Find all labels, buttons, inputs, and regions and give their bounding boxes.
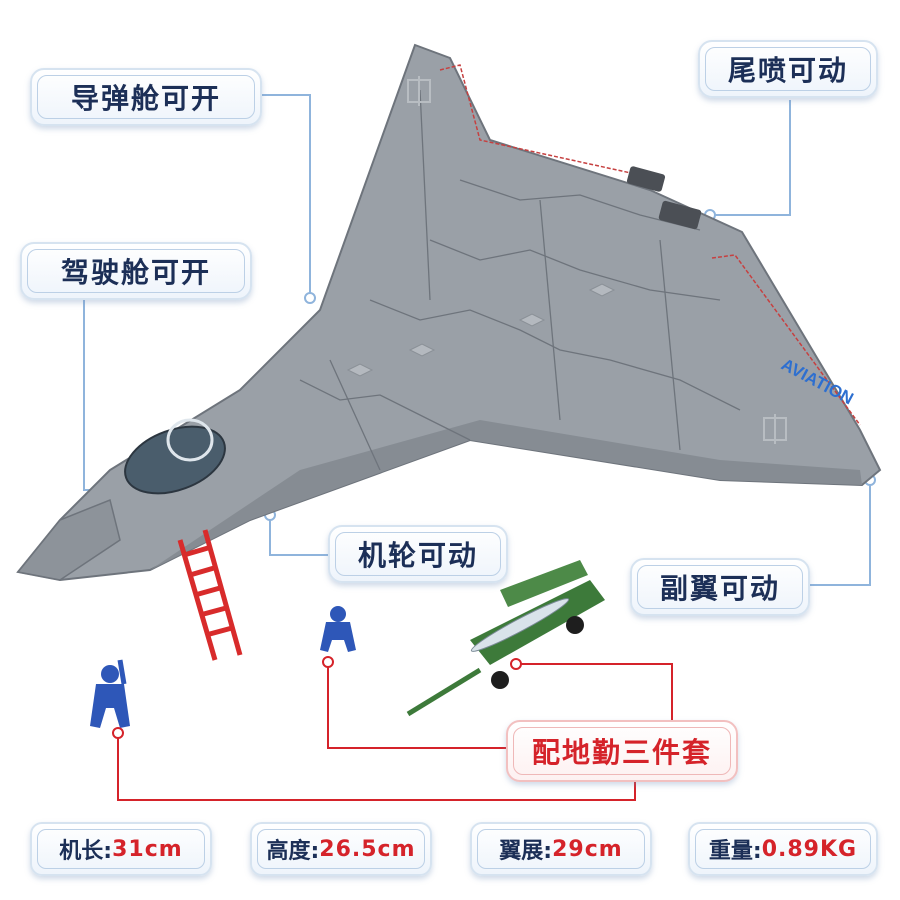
spec-length: 机长:31cm (30, 822, 212, 876)
spec-height-label: 高度: (266, 839, 320, 864)
aircraft-model: AVIATION (16, 43, 882, 582)
nozzle-upper (626, 166, 666, 192)
callout-ground-set: 配地勤三件套 (506, 720, 738, 782)
cockpit-canopy (124, 425, 226, 495)
nozzle-lower (658, 200, 702, 230)
aircraft-panel-lines (299, 89, 741, 471)
insignia-upper (407, 76, 431, 106)
aircraft-hex-panels (346, 283, 616, 377)
ground-set-leader-lines (117, 662, 673, 801)
callout-cockpit: 驾驶舱可开 (20, 242, 252, 300)
missile-cart (406, 560, 605, 717)
aircraft-nose (16, 498, 121, 581)
spec-weight: 重量:0.89KG (688, 822, 878, 876)
spec-length-label: 机长: (59, 839, 113, 864)
spec-height-value: 26.5cm (319, 836, 416, 862)
ground-set-leader-dots (112, 656, 522, 739)
callout-nozzle: 尾喷可动 (698, 40, 878, 98)
aircraft-wing-shade (150, 420, 862, 570)
spec-weight-value: 0.89KG (761, 836, 858, 862)
spec-length-value: 31cm (112, 836, 183, 862)
aircraft-red-trim-upper (439, 64, 641, 176)
callout-aileron: 副翼可动 (630, 558, 810, 616)
aircraft-red-trim-lower (711, 254, 861, 426)
callout-missile-bay: 导弹舱可开 (30, 68, 262, 126)
spec-wingspan: 翼展:29cm (470, 822, 652, 876)
ground-crew-figure-1 (320, 606, 356, 652)
boarding-ladder (177, 529, 243, 661)
callout-wheels: 机轮可动 (328, 525, 508, 583)
spec-wingspan-value: 29cm (552, 836, 623, 862)
spec-height: 高度:26.5cm (250, 822, 432, 876)
insignia-lower (763, 414, 787, 444)
cockpit-canopy-frame (166, 418, 214, 462)
spec-wingspan-label: 翼展: (499, 839, 553, 864)
spec-weight-label: 重量: (708, 839, 762, 864)
ground-crew-figure-2 (90, 659, 130, 728)
